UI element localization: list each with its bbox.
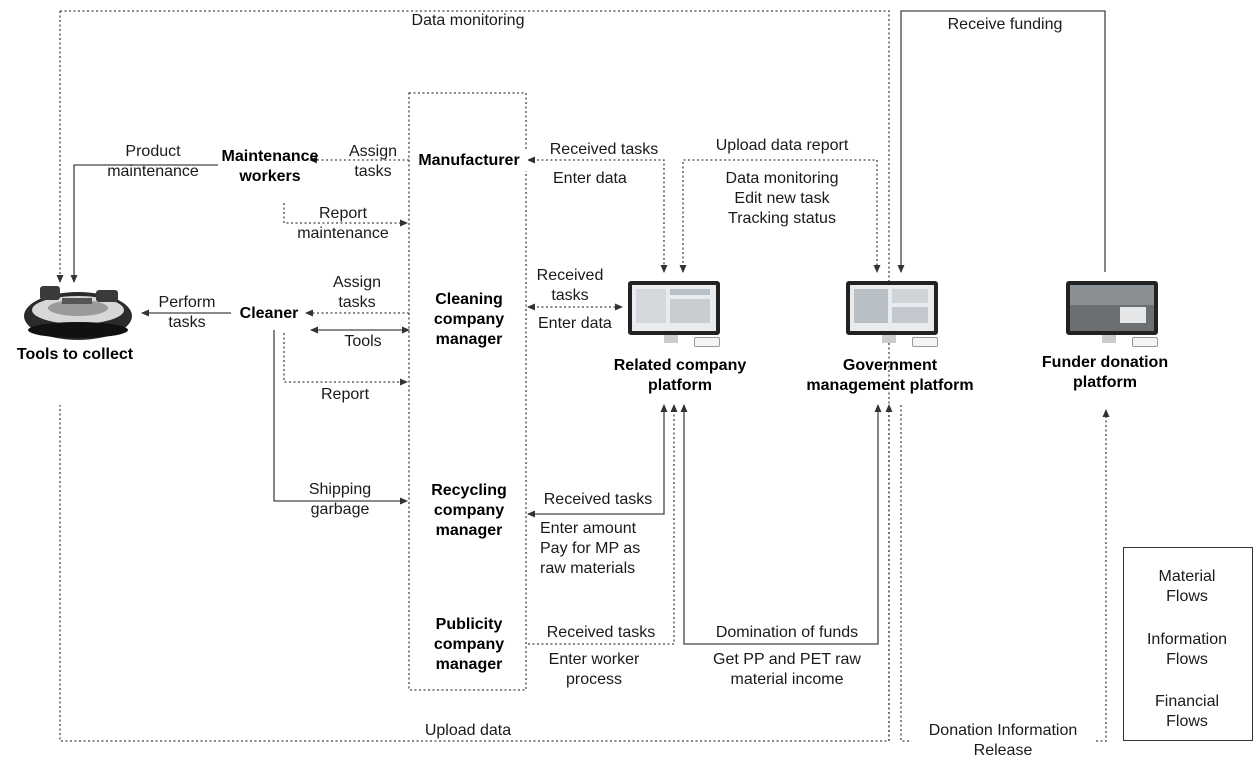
product-maintenance-line (70, 164, 218, 283)
report-maintenance (283, 203, 408, 227)
label-received-tasks-publicity: Received tasks (546, 624, 656, 641)
label-assign-tasks-cleaner: Assign tasks (332, 274, 382, 311)
node-manufacturer: Manufacturer (410, 151, 528, 171)
upload-data-report (679, 159, 881, 273)
label-tools: Tools (344, 333, 382, 350)
label-received-tasks-recycling: Received tasks (543, 491, 653, 508)
label-domination-of-funds: Domination of funds (715, 624, 859, 641)
report-cleaner (283, 333, 408, 386)
related-platform-monitor-icon (628, 281, 724, 347)
legend-information-label: Information Flows (1146, 631, 1228, 668)
label-data-monitoring-top: Data monitoring (411, 12, 525, 29)
label-receive-funding: Receive funding (947, 16, 1063, 33)
legend-financial-label: Financial Flows (1154, 693, 1220, 730)
label-donation-release: Donation Information Release (910, 721, 1096, 761)
domination-funds-line (680, 404, 882, 645)
legend (1123, 547, 1253, 741)
donation-release-line (900, 405, 1110, 742)
received-tasks-recycling (527, 404, 668, 518)
label-report-maintenance: Report maintenance (297, 205, 389, 242)
funder-platform-monitor-icon (1066, 281, 1162, 347)
label-enter-data-mfr: Enter data (553, 170, 627, 187)
manager-column-box (408, 92, 527, 691)
node-recycling-manager: Recycling company manager (431, 482, 507, 539)
label-enter-worker-process: Enter worker process (548, 651, 640, 688)
label-enter-data-cleaning: Enter data (538, 315, 612, 332)
node-cleaner: Cleaner (239, 305, 299, 322)
receive-funding-line (897, 10, 1106, 273)
label-recycling-actions: Enter amount Pay for MP as raw materials (540, 520, 641, 577)
node-funder-platform: Funder donation platform (1041, 354, 1169, 391)
boat-icon (24, 286, 132, 340)
label-assign-tasks-maint: Assign tasks (348, 143, 398, 180)
node-cleaning-manager: Cleaning company manager (433, 291, 505, 348)
label-received-tasks-mfr: Received tasks (549, 141, 659, 158)
label-received-tasks-cleaning: Received tasks (536, 267, 604, 304)
label-gov-actions: Data monitoring Edit new task Tracking s… (725, 170, 839, 227)
legend-material-label: Material Flows (1158, 568, 1216, 605)
node-publicity-manager: Publicity company manager (433, 616, 505, 673)
label-product-maintenance: Product maintenance (107, 143, 199, 180)
node-tools-to-collect: Tools to collect (16, 346, 134, 363)
label-upload-data-report: Upload data report (715, 137, 849, 154)
label-upload-data: Upload data (424, 722, 512, 739)
received-tasks-publicity (528, 404, 678, 645)
received-tasks-mfr (527, 156, 668, 273)
label-get-pp-pet: Get PP and PET raw material income (713, 651, 861, 688)
node-government-platform: Government management platform (806, 357, 974, 394)
shipping-garbage-line (273, 330, 408, 505)
node-related-platform: Related company platform (613, 357, 747, 394)
government-platform-monitor-icon (846, 281, 942, 347)
node-maintenance-workers: Maintenance workers (221, 148, 319, 185)
label-report: Report (320, 386, 370, 403)
label-shipping-garbage: Shipping garbage (308, 481, 372, 518)
label-perform-tasks: Perform tasks (158, 294, 216, 331)
